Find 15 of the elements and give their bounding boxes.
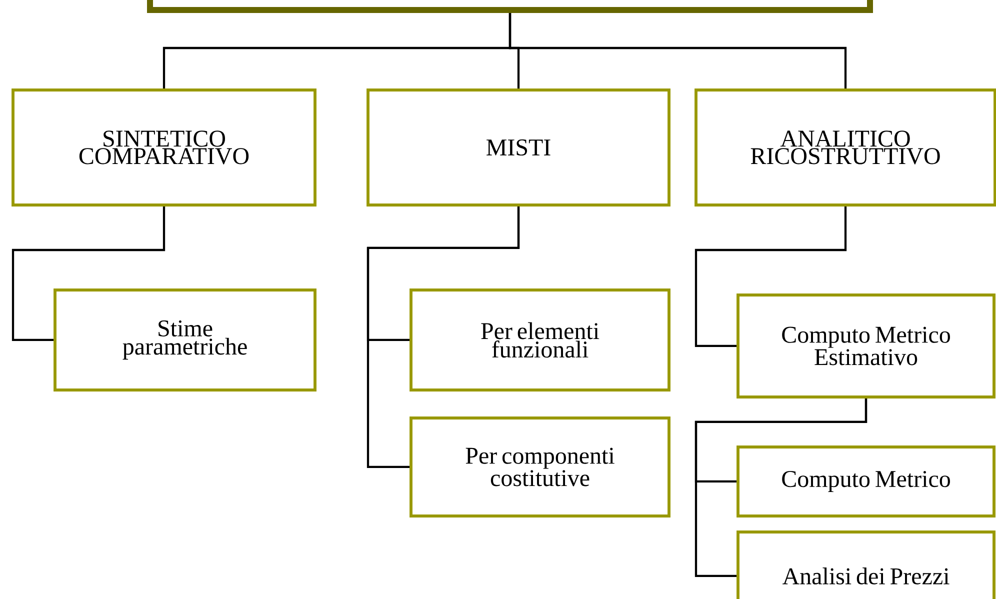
category-box: Stime parametriche: [54, 288, 316, 392]
connector-line: [366, 206, 520, 468]
connector-line: [12, 206, 166, 342]
category-box: Computo Metrico: [736, 446, 996, 518]
category-box: SINTETICO COMPARATIVO: [12, 88, 316, 206]
category-box: Computo Metrico Estimativo: [736, 294, 996, 398]
category-box: Per componenti costitutive: [410, 416, 670, 518]
connector-line: [508, 13, 847, 89]
category-box: MISTI: [366, 88, 670, 206]
category-box: ANALITICO RICOSTRUTTIVO: [694, 88, 996, 206]
title-box: [147, 0, 873, 13]
connector-line: [694, 206, 847, 348]
category-box: Analisi dei Prezzi: [736, 530, 996, 599]
connector-line: [694, 398, 868, 578]
category-box: Per elementi funzionali: [410, 288, 670, 392]
